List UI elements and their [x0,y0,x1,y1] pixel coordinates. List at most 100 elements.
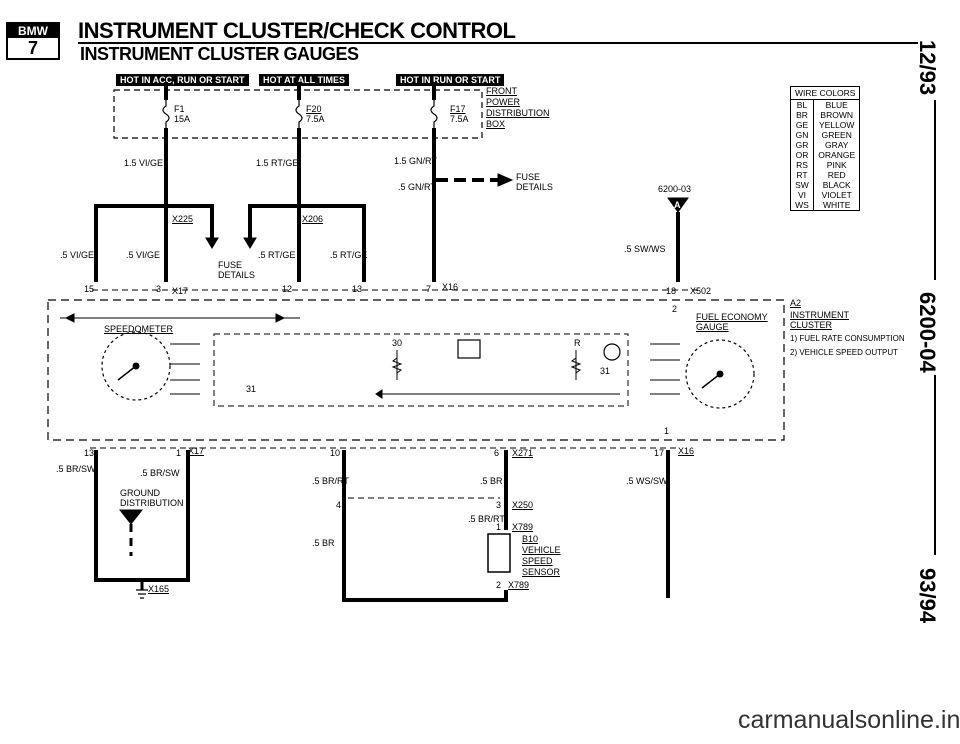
wc-color: BLACK [812,180,861,190]
fuse-f17-symbol [430,100,438,128]
wc-code: RS [790,160,814,170]
power-distribution-box [113,89,483,139]
wire-label: .5 BR/RT [468,514,505,524]
hot-label-all: HOT AT ALL TIMES [259,74,349,86]
check-icon [457,339,481,359]
wc-color: GRAY [812,140,861,150]
fuel-economy-dial [685,339,755,409]
wc-code: GN [790,130,814,140]
speedometer-label: SPEEDOMETER [104,324,174,334]
logo-series: 7 [27,38,38,58]
pin-number: 15 [84,284,95,294]
wire-label: .5 WS/SW [626,476,668,486]
front-power-line3: DISTRIBUTION [486,108,550,118]
connector-label: X789 [512,522,534,532]
wire-label: 1.5 GN/RT [394,156,437,166]
a2-label: INSTRUMENT [790,310,849,320]
a2-label: A2 [790,298,802,308]
title-rule [78,42,918,44]
bmw-logo: BMW 7 [6,22,60,60]
fuse-f17-rating: 7.5A [450,114,469,124]
pin-number: 10 [330,448,341,458]
connector-label: X789 [508,580,530,590]
wc-code: WS [790,200,814,211]
fuse-details-label: FUSE [218,260,243,270]
wc-color: ORANGE [812,150,861,160]
wc-color: PINK [812,160,861,170]
page-subtitle: INSTRUMENT CLUSTER GAUGES [80,44,359,64]
wc-code: BL [790,99,814,110]
fuse-f20-symbol [295,100,303,128]
ref-letter: A [674,200,681,210]
wc-color: BLUE [812,99,861,110]
a2-note: 2) VEHICLE SPEED OUTPUT [790,348,899,357]
vehicle-speed-sensor-icon [487,533,511,573]
pin-number: 6 [494,448,500,458]
connector-label: X271 [512,448,534,458]
wc-color: VIOLET [812,190,861,200]
connector-label: X17 [172,286,189,296]
ground-distribution-label: DISTRIBUTION [120,498,184,508]
pin-number: 17 [654,448,665,458]
wire-label: .5 VI/GE [60,250,95,260]
connector-label: X250 [512,500,534,510]
pin-number: 3 [156,284,162,294]
wiring-diagram [47,82,785,602]
wc-color: GREEN [812,130,861,140]
wc-code: GR [790,140,814,150]
page-title: INSTRUMENT CLUSTER/CHECK CONTROL [78,18,516,43]
pin-number: 1 [496,522,502,532]
pin-number: 13 [352,284,363,294]
hot-label-acc: HOT IN ACC, RUN OR START [116,74,249,86]
fuel-economy-label: GAUGE [696,322,729,332]
wire-label: .5 BR [480,476,503,486]
wc-color: WHITE [812,200,861,211]
wc-color: RED [812,170,861,180]
wire-label: .5 RT/GE [258,250,296,260]
connector-label: X16 [442,282,459,292]
front-power-line4: BOX [486,119,506,129]
wc-code: SW [790,180,814,190]
connector-label: X225 [172,214,194,224]
pin-number: 18 [666,286,677,296]
b10-label: SENSOR [522,567,561,577]
wc-code: GE [790,120,814,130]
fuse-f20-rating: 7.5A [306,114,325,124]
wire-label: .5 VI/GE [126,250,161,260]
pin-number: 3 [496,500,502,510]
wc-code: OR [790,150,814,160]
fuse-details-label: DETAILS [218,270,255,280]
fuel-economy-label: FUEL ECONOMY [696,312,768,322]
front-power-line1: FRONT [486,86,517,96]
wire-label: .5 BR/SW [56,464,96,474]
fuse-f20-name: F20 [306,104,322,114]
wire-label: .5 BR [312,538,335,548]
wire-colors-title: WIRE COLORS [789,86,861,100]
wc-code: VI [790,190,814,200]
pin-number: 2 [496,580,502,590]
pin-number: 4 [336,500,342,510]
wc-code: BR [790,110,814,120]
a2-label: CLUSTER [790,320,833,330]
pin-number: 1 [176,448,182,458]
wire-label: 1.5 RT/GE [256,158,299,168]
wc-code: RT [790,170,814,180]
wc-color: BROWN [812,110,861,120]
pin-number: R [574,338,581,348]
wire-label: .5 SW/WS [624,244,666,254]
connector-label: X16 [678,446,695,456]
a2-note: 1) FUEL RATE CONSUMPTION [790,334,905,343]
fuse-f17-name: F17 [450,104,466,114]
ground-distribution-label: GROUND [120,488,160,498]
b10-label: VEHICLE [522,545,561,555]
wc-color: YELLOW [812,120,861,130]
wire-label: .5 RT/GE [330,250,368,260]
wire-label: 1.5 VI/GE [124,158,164,168]
connector-label: X206 [302,214,324,224]
fuse-f1-symbol [162,100,170,128]
front-power-line2: POWER [486,97,521,107]
pin-number: 1 [664,426,670,436]
pin-number: 7 [426,284,432,294]
connector-label: X165 [148,584,170,594]
pin-number: 31 [600,366,611,376]
